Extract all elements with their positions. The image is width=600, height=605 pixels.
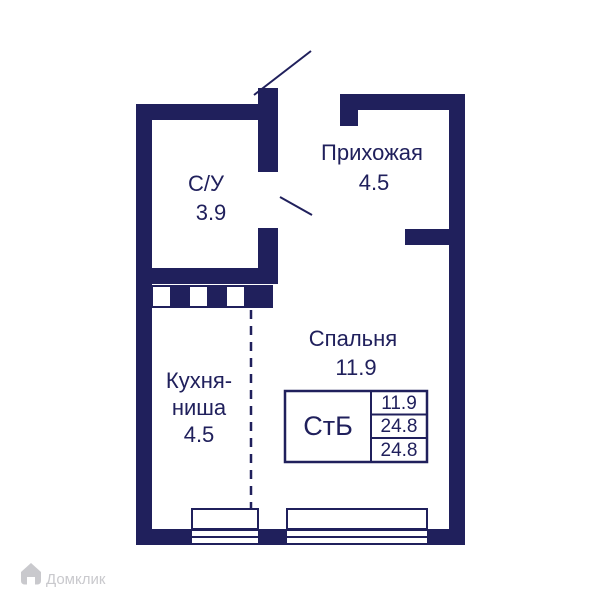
room-label-bathroom: С/У — [188, 171, 225, 196]
house-icon — [21, 563, 41, 585]
stamp-outline — [283, 389, 429, 464]
shaft-block — [244, 286, 272, 307]
shaft-block — [143, 286, 153, 307]
entrance-jamb-wall — [258, 88, 278, 172]
room-area-bathroom: 3.9 — [196, 200, 227, 225]
wall-top-left — [136, 104, 278, 120]
window-sill — [191, 508, 259, 530]
window-bedroom — [286, 508, 428, 545]
window-sill — [286, 508, 428, 530]
wall-bottom-middle — [258, 529, 287, 545]
wall-outer-left — [136, 104, 152, 545]
wall-outer-right — [449, 94, 465, 545]
room-label-kitchen-line1: Кухня- — [166, 368, 232, 393]
window-kitchen — [191, 508, 259, 545]
bathroom-door-leaf — [279, 196, 313, 216]
stamp-living-area: 11.9 — [381, 393, 417, 414]
apartment-stamp: СтБ 11.9 24.8 24.8 — [283, 389, 429, 464]
wall-top-right-stub — [340, 94, 358, 126]
room-label-bedroom: Спальня — [309, 326, 397, 351]
watermark: Домклик — [21, 563, 106, 588]
stamp-area: 24.8 — [381, 416, 418, 437]
room-area-bedroom: 11.9 — [335, 355, 376, 380]
wall-bottom-left — [136, 529, 192, 545]
hallway-bedroom-wall-stub — [405, 229, 449, 245]
wall-top-right — [340, 94, 465, 110]
stamp-type-label: СтБ — [303, 411, 353, 441]
room-area-hallway: 4.5 — [359, 170, 390, 195]
shaft-hatch — [142, 285, 273, 308]
wall-bottom-right — [427, 529, 465, 545]
watermark-label: Домклик — [46, 571, 106, 588]
room-label-kitchen-line2: ниша — [172, 395, 227, 420]
shaft-block — [207, 286, 227, 307]
stamp-total-area: 24.8 — [381, 440, 418, 461]
entrance-door-leaf — [253, 50, 312, 96]
room-area-kitchen: 4.5 — [184, 422, 215, 447]
shaft-block — [170, 286, 190, 307]
room-label-hallway: Прихожая — [321, 140, 423, 165]
bathroom-bottom-wall — [136, 268, 278, 284]
